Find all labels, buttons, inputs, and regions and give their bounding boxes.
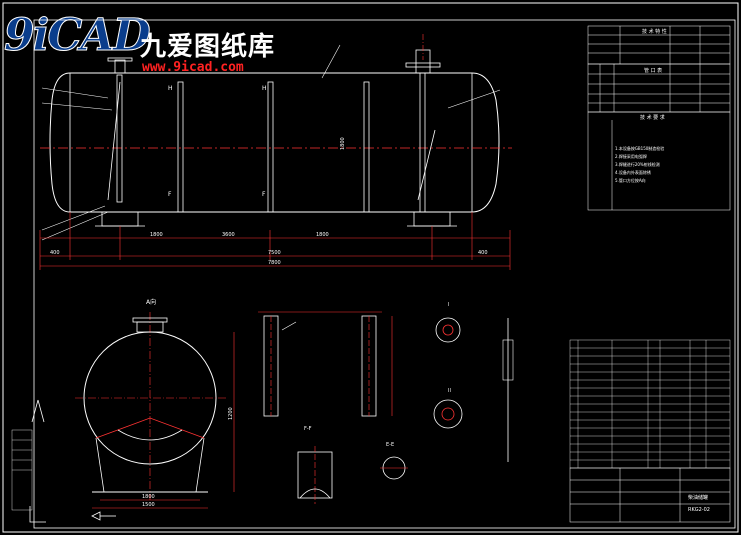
dim-seg1: 1800 <box>150 232 163 238</box>
dim-overall: 7500 <box>268 250 281 256</box>
left-revision-block <box>11 429 33 511</box>
section-ee: E-E <box>380 442 408 480</box>
detail-2-label: II <box>448 388 451 394</box>
tech-table <box>587 25 731 65</box>
section-label-h-right: H <box>262 85 267 92</box>
end-view-title: A向 <box>146 298 156 306</box>
logo-mark: 9iCAD <box>4 10 152 62</box>
drawing-inner-frame <box>33 19 736 529</box>
dim-seg3: 1800 <box>316 232 329 238</box>
requirement-line-2: 2.焊接采用电弧焊 <box>615 153 647 159</box>
dim-seg2: 3600 <box>222 232 235 238</box>
baffle-details <box>258 311 393 417</box>
ucs-icon <box>29 399 46 523</box>
title-block-drawing-name: 柴油储罐 <box>688 494 708 501</box>
tech-table-title: 技 术 特 性 <box>642 28 667 35</box>
parts-list <box>569 339 731 469</box>
dim-left-offset: 400 <box>50 250 60 256</box>
section-ee-label: E-E <box>386 442 394 448</box>
section-label-f-left: F <box>168 191 172 198</box>
end-dim-width: 1800 <box>142 494 155 500</box>
title-block-drawing-no: RKG2-02 <box>688 507 710 513</box>
requirements-block <box>587 111 731 211</box>
requirement-line-4: 4.设备内外表面除锈 <box>615 169 651 175</box>
requirements-title: 技 术 要 求 <box>640 114 665 121</box>
dim-height: 1800 <box>340 137 346 150</box>
section-label-h-left: H <box>168 85 173 92</box>
title-block <box>569 467 731 523</box>
dim-total: 7800 <box>268 260 281 266</box>
section-ff-label: F-F <box>304 426 312 432</box>
watermark-logo: 9iCAD 九爱图纸库 www.9icad.com <box>4 10 304 80</box>
nozzle-table-title: 管 口 表 <box>644 67 662 74</box>
dim-right-offset: 400 <box>478 250 488 256</box>
requirement-line-1: 1.本设备按GB150制造检验 <box>615 145 664 151</box>
detail-1-label: I <box>448 302 449 308</box>
section-label-f-right: F <box>262 191 266 198</box>
requirement-line-3: 3.焊缝进行20%射线检测 <box>615 161 660 167</box>
detail-flanges: I II <box>433 302 514 462</box>
requirement-line-5: 5.管口方位按A向 <box>615 177 646 183</box>
end-dim-saddle: 1500 <box>142 502 155 508</box>
section-ff: F-F <box>297 426 333 504</box>
end-view: A向 1800 1500 1200 <box>75 298 235 509</box>
logo-site-name: 九爱图纸库 <box>140 32 276 62</box>
end-dim-height: 1200 <box>228 407 234 420</box>
logo-url: www.9icad.com <box>142 60 244 75</box>
scale-arrow <box>91 511 116 521</box>
main-vessel-view: H F H F 400 1800 3600 1800 7500 7800 40 <box>39 34 512 270</box>
